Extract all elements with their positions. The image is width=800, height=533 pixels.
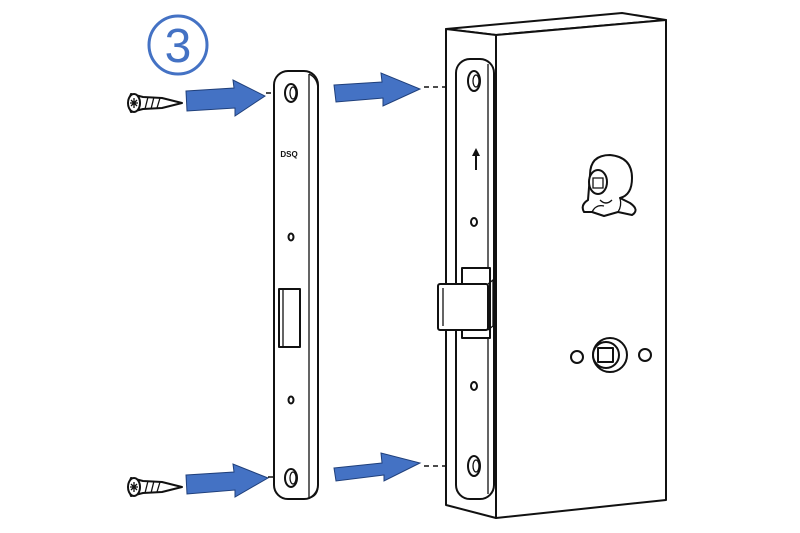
screw-bottom <box>127 477 183 497</box>
mortise-lock-body <box>437 12 667 519</box>
cylinder-hub <box>570 337 652 373</box>
arrow-screw-to-plate-bottom <box>185 463 270 498</box>
latch-bolt <box>437 267 494 339</box>
arrow-screw-to-plate-top <box>185 79 266 117</box>
up-arrow-icon <box>472 148 480 170</box>
screw-top <box>127 93 183 113</box>
arrow-plate-to-lock-bottom <box>333 452 422 482</box>
step-number: 3 <box>165 20 192 73</box>
arrow-plate-to-lock-top <box>333 72 422 107</box>
step-number-badge: 3 <box>147 14 209 76</box>
strike-faceplate: DSQ <box>273 70 319 500</box>
handle-spindle-hub <box>581 154 637 217</box>
faceplate-logo: DSQ <box>280 150 297 159</box>
